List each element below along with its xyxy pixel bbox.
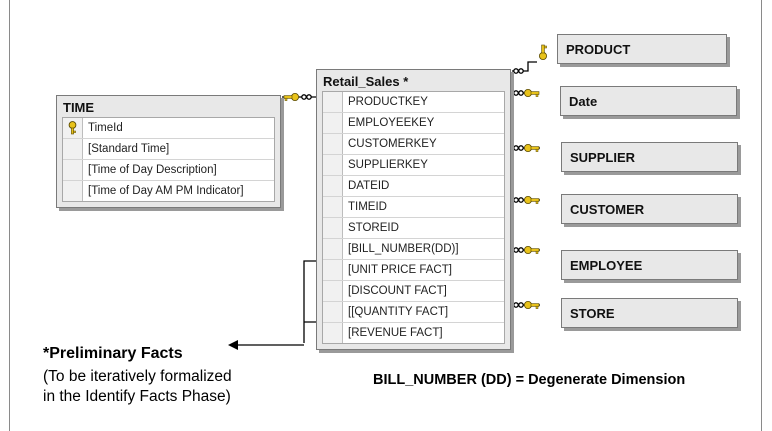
fact-column-name: [REVENUE FACT]: [348, 327, 443, 339]
fact-column-row: STOREID: [323, 218, 504, 239]
time-table-title: TIME: [63, 100, 95, 115]
time-column-row: [Time of Day AM PM Indicator]: [63, 181, 274, 201]
employee-table-title: EMPLOYEE: [570, 257, 643, 273]
link-customer: [512, 197, 540, 203]
key-icon: [283, 93, 300, 101]
fact-column-name: CUSTOMERKEY: [348, 138, 437, 150]
fact-column-row: [UNIT PRICE FACT]: [323, 260, 504, 281]
fact-column-row: EMPLOYEEKEY: [323, 113, 504, 134]
key-icon: [539, 44, 547, 60]
fact-column-name: [UNIT PRICE FACT]: [348, 264, 452, 276]
preliminary-facts-note-line2: in the Identify Facts Phase): [43, 388, 231, 405]
time-column-name: [Time of Day Description]: [88, 164, 217, 176]
time-column-name: [Standard Time]: [88, 143, 170, 155]
diagram-frame: [9, 0, 762, 431]
fact-column-row: SUPPLIERKEY: [323, 155, 504, 176]
preliminary-facts-note-line1: (To be iteratively formalized: [43, 368, 232, 385]
time-column-name: [Time of Day AM PM Indicator]: [88, 185, 244, 197]
retail-sales-title: Retail_Sales *: [323, 74, 409, 89]
fact-column-name: SUPPLIERKEY: [348, 159, 428, 171]
key-icon: [524, 245, 540, 255]
product-table: PRODUCT: [557, 34, 727, 64]
key-icon: [524, 89, 540, 97]
time-column-row: [Time of Day Description]: [63, 160, 274, 181]
date-table-title: Date: [569, 93, 598, 109]
time-column-row: TimeId: [63, 118, 274, 139]
retail-sales-columns: PRODUCTKEY EMPLOYEEKEY CUSTOMERKEY SUPPL…: [322, 91, 505, 344]
employee-table: EMPLOYEE: [561, 250, 738, 280]
customer-table: CUSTOMER: [561, 194, 738, 224]
fact-column-name: DATEID: [348, 180, 390, 192]
fact-column-name: [[QUANTITY FACT]: [348, 306, 449, 318]
fact-column-row: DATEID: [323, 176, 504, 197]
product-table-title: PRODUCT: [566, 41, 631, 57]
fact-column-row: [[QUANTITY FACT]: [323, 302, 504, 323]
link-product: [512, 61, 537, 74]
store-table-title: STORE: [570, 305, 615, 321]
arrow-head: [228, 340, 238, 350]
fact-column-row: [DISCOUNT FACT]: [323, 281, 504, 302]
fact-column-name: PRODUCTKEY: [348, 96, 428, 108]
degenerate-dimension-note: BILL_NUMBER (DD) = Degenerate Dimension: [373, 372, 686, 388]
preliminary-facts-label: *Preliminary Facts: [43, 345, 183, 362]
time-column-name: TimeId: [88, 122, 123, 134]
store-table: STORE: [561, 298, 738, 328]
fact-column-row: CUSTOMERKEY: [323, 134, 504, 155]
time-table-columns: TimeId [Standard Time] [Time of Day Desc…: [62, 117, 275, 202]
fact-column-row: PRODUCTKEY: [323, 92, 504, 113]
fact-column-name: TIMEID: [348, 201, 387, 213]
fact-column-name: STOREID: [348, 222, 399, 234]
key-icon: [524, 195, 540, 205]
supplier-table: SUPPLIER: [561, 142, 738, 172]
fact-column-name: [DISCOUNT FACT]: [348, 285, 447, 297]
fact-column-name: [BILL_NUMBER(DD)]: [348, 243, 459, 255]
retail-sales-table: Retail_Sales * PRODUCTKEY EMPLOYEEKEY CU…: [316, 69, 511, 350]
key-icon: [524, 143, 540, 153]
primary-key-icon: [68, 121, 77, 135]
fact-column-row: [REVENUE FACT]: [323, 323, 504, 343]
fact-column-row: TIMEID: [323, 197, 504, 218]
fact-column-row: [BILL_NUMBER(DD)]: [323, 239, 504, 260]
customer-table-title: CUSTOMER: [570, 201, 645, 217]
time-table: TIME TimeId [Standard Time] [Time of Day…: [56, 95, 281, 208]
time-column-row: [Standard Time]: [63, 139, 274, 160]
key-icon: [524, 300, 540, 310]
date-table: Date: [560, 86, 737, 116]
fact-column-name: EMPLOYEEKEY: [348, 117, 435, 129]
supplier-table-title: SUPPLIER: [570, 149, 636, 165]
